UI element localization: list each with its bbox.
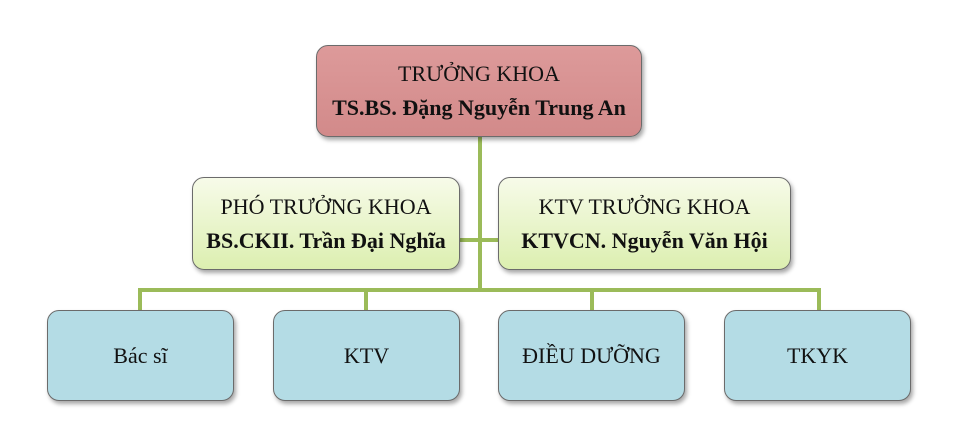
deputy-name: BS.CKII. Trần Đại Nghĩa bbox=[206, 227, 446, 253]
connector-unit-3 bbox=[817, 288, 821, 310]
unit-label: TKYK bbox=[786, 342, 849, 368]
connector-unit-2 bbox=[590, 288, 594, 310]
head-box: TRƯỞNG KHOA TS.BS. Đặng Nguyễn Trung An bbox=[316, 45, 642, 137]
deputy-title: KTV TRƯỞNG KHOA bbox=[538, 193, 751, 219]
head-title: TRƯỞNG KHOA bbox=[398, 61, 560, 86]
unit-label: KTV bbox=[343, 342, 390, 368]
unit-box-1: KTV bbox=[273, 310, 460, 401]
unit-box-3: TKYK bbox=[724, 310, 911, 401]
connector-trunk bbox=[478, 137, 482, 292]
unit-box-2: ĐIỀU DƯỠNG bbox=[498, 310, 685, 401]
unit-box-0: Bác sĩ bbox=[47, 310, 234, 401]
deputy-box-1: KTV TRƯỞNG KHOA KTVCN. Nguyễn Văn Hội bbox=[498, 177, 791, 270]
deputy-name: KTVCN. Nguyễn Văn Hội bbox=[521, 227, 768, 253]
head-name: TS.BS. Đặng Nguyễn Trung An bbox=[332, 95, 626, 120]
unit-label: Bác sĩ bbox=[113, 342, 168, 368]
deputy-box-0: PHÓ TRƯỞNG KHOA BS.CKII. Trần Đại Nghĩa bbox=[192, 177, 460, 270]
connector-unit-0 bbox=[138, 288, 142, 310]
connector-deputies bbox=[460, 238, 498, 242]
unit-label: ĐIỀU DƯỠNG bbox=[522, 342, 661, 368]
connector-unit-1 bbox=[364, 288, 368, 310]
connector-units-bar bbox=[138, 288, 821, 292]
deputy-title: PHÓ TRƯỞNG KHOA bbox=[220, 193, 432, 219]
